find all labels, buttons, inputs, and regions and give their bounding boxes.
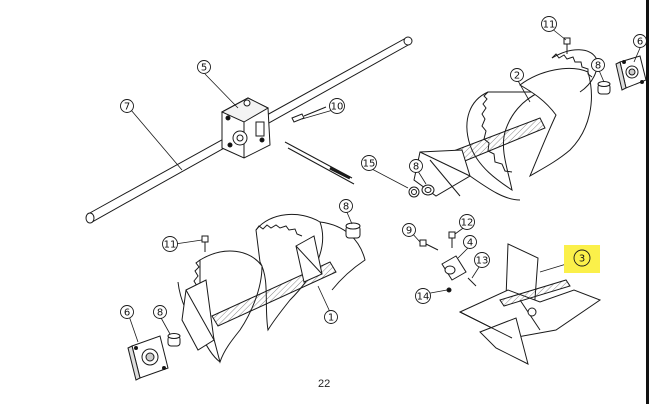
callout-label: 15 — [363, 159, 376, 170]
page-edge-rule — [646, 0, 649, 404]
callout-label: 6 — [637, 37, 643, 48]
callout-bubble[interactable]: 11 — [162, 236, 178, 252]
callout-label: 14 — [417, 292, 430, 303]
callout-label: 8 — [595, 61, 601, 72]
callout-label: 11 — [543, 20, 556, 31]
bushing-washer-parts — [408, 184, 435, 198]
callout-label: 2 — [514, 71, 520, 82]
callout-label: 8 — [413, 162, 419, 173]
shear-bolt-part — [563, 37, 571, 54]
gearbox-part — [220, 97, 271, 159]
callout-bubble[interactable]: 8 — [409, 159, 423, 173]
page-number: 22 — [318, 378, 331, 390]
callout-label: 1 — [328, 313, 334, 324]
bushing-part — [345, 222, 361, 239]
callout-bubble[interactable]: 8 — [153, 305, 167, 319]
callout-bubble[interactable]: 13 — [474, 252, 490, 268]
callout-label: 10 — [331, 102, 344, 113]
callout-label: 6 — [124, 308, 130, 319]
callout-bubble[interactable]: 15 — [361, 155, 377, 171]
flange-bearing-part — [615, 55, 647, 91]
callout-label: 12 — [461, 218, 474, 229]
callout-bubble[interactable]: 14 — [415, 288, 431, 304]
callout-bubble[interactable]: 10 — [329, 98, 345, 114]
callout-bubble[interactable]: 6 — [120, 305, 134, 319]
shear-bolt-part — [201, 235, 209, 252]
callout-label: 7 — [124, 102, 130, 113]
roll-pin-part — [467, 277, 477, 287]
flange-bearing-part — [127, 335, 169, 381]
bolt-part — [448, 231, 456, 248]
callout-bubble[interactable]: 8 — [591, 58, 605, 72]
callout-bubble[interactable]: 4 — [463, 235, 477, 249]
callout-bubble[interactable]: 6 — [633, 34, 647, 48]
callout-bubble[interactable]: 9 — [402, 223, 416, 237]
callout-label: 3 — [579, 254, 585, 265]
impeller-part — [458, 243, 602, 365]
callout-bubble[interactable]: 11 — [541, 16, 557, 32]
callout-label: 8 — [157, 308, 163, 319]
key-part — [291, 106, 327, 123]
callout-label: 5 — [201, 63, 207, 74]
callout-bubble[interactable]: 1 — [324, 310, 338, 324]
callout-bubble[interactable]: 8 — [339, 199, 353, 213]
callout-bubble[interactable]: 7 — [120, 99, 134, 113]
callout-label: 9 — [406, 226, 412, 237]
callout-bubble[interactable]: 3 — [573, 249, 591, 267]
callout-bubble[interactable]: 12 — [459, 214, 475, 230]
callout-label: 8 — [343, 202, 349, 213]
callout-label: 11 — [164, 240, 177, 251]
callout-bubble[interactable]: 5 — [197, 60, 211, 74]
nut-part — [446, 287, 452, 293]
callout-label: 13 — [476, 256, 489, 267]
callout-bubble[interactable]: 2 — [510, 68, 524, 82]
bushing-part — [441, 255, 467, 281]
bolt-part — [419, 239, 439, 251]
callout-label: 4 — [467, 238, 473, 249]
auger-right-part — [413, 49, 598, 201]
bushing-part — [167, 333, 181, 347]
bushing-part — [597, 81, 611, 95]
auger-left-part — [177, 213, 366, 364]
